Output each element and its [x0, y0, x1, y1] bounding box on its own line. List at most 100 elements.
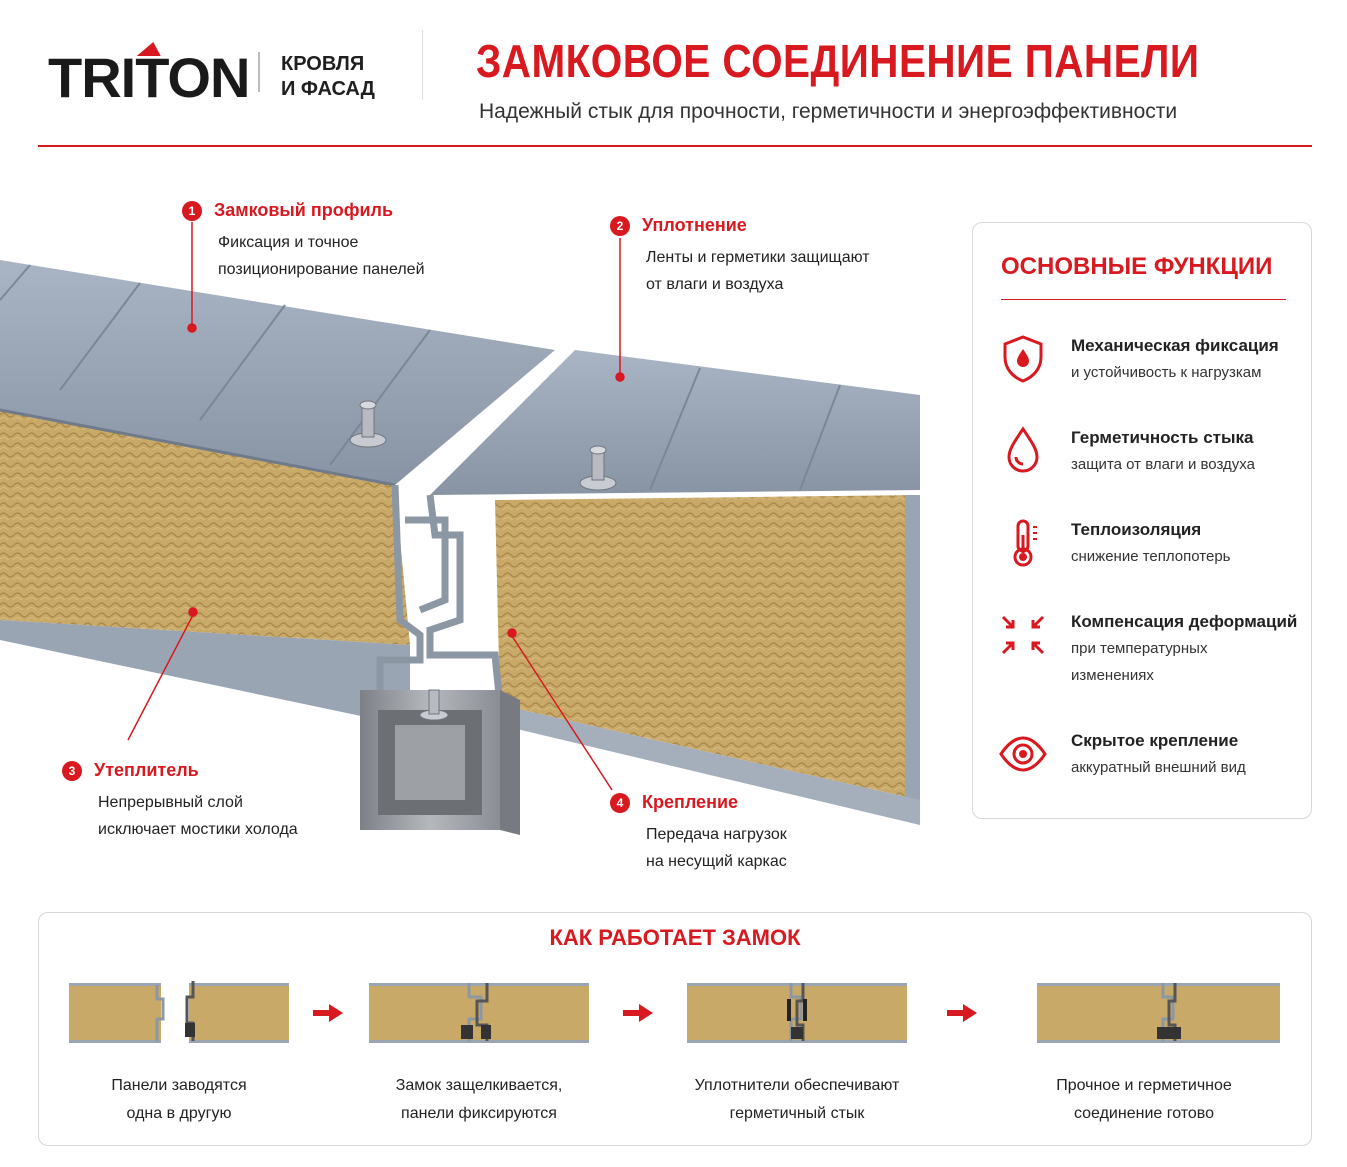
step-caption-line: соединение готово	[1073, 1105, 1215, 1122]
thermometer-icon	[1013, 519, 1037, 567]
leader-line-4	[511, 635, 613, 791]
compensation-arrows-icon	[1001, 615, 1045, 655]
left-panel	[0, 260, 555, 720]
leader-dot-1	[187, 323, 197, 333]
step-caption: Прочное и герметичное соединение готово	[1034, 1072, 1254, 1128]
function-desc-line: снижение теплопотерь	[1071, 548, 1231, 565]
arrow-right-icon	[313, 1004, 343, 1022]
left-panel-top-sheet	[0, 260, 555, 485]
function-name: Компенсация деформаций	[1071, 612, 1298, 631]
callout-desc-line: Ленты и герметики защищают	[646, 249, 870, 266]
function-name: Скрытое крепление	[1071, 731, 1239, 750]
callout-number: 2	[610, 215, 630, 236]
function-desc: и устойчивость к нагрузкам	[1071, 359, 1279, 386]
callout-number: 3	[62, 760, 82, 781]
function-desc-line: изменениях	[1071, 667, 1154, 684]
function-desc: снижение теплопотерь	[1071, 543, 1230, 570]
left-panel-bottom-sheet	[0, 620, 410, 720]
leader-line-3	[127, 614, 194, 741]
right-panel	[430, 350, 920, 825]
tagline-line-1: КРОВЛЯ	[281, 53, 365, 75]
callout-description: Фиксация и точное позиционирование панел…	[218, 229, 425, 283]
function-text: Скрытое крепление аккуратный внешний вид	[1071, 728, 1246, 781]
function-desc-line: защита от влаги и воздуха	[1071, 456, 1255, 473]
support-frame	[360, 690, 520, 835]
callout-number: 1	[182, 200, 202, 221]
panel-joint-illustration	[0, 222, 920, 835]
callout-title: Крепление	[642, 792, 739, 812]
water-drop-icon	[1007, 426, 1039, 473]
step-1-diagram	[69, 981, 289, 1043]
function-name: Герметичность стыка	[1071, 428, 1254, 447]
callout-description: Непрерывный слой исключает мостики холод…	[98, 789, 298, 843]
callout-description: Ленты и герметики защищают от влаги и во…	[646, 244, 870, 298]
function-desc-line: и устойчивость к нагрузкам	[1071, 364, 1262, 381]
leader-dot-4	[507, 628, 517, 638]
logo-text: TRITON	[48, 46, 250, 109]
callout-description: Передача нагрузок на несущий каркас	[646, 821, 787, 875]
callout-title: Утеплитель	[94, 760, 199, 780]
callout-fastening: 4 Крепление Передача нагрузок на несущий …	[610, 792, 787, 875]
how-lock-works-section: КАК РАБОТАЕТ ЗАМОК Панели заводятся одна…	[38, 912, 1312, 1146]
callout-desc-line: позиционирование панелей	[218, 261, 425, 278]
callout-desc-line: Передача нагрузок	[646, 826, 787, 843]
shield-drop-icon	[1003, 335, 1043, 383]
step-2-diagram	[369, 983, 589, 1043]
function-name: Механическая фиксация	[1071, 336, 1279, 355]
step-caption-line: Уплотнители обеспечивают	[694, 1077, 900, 1094]
function-text: Компенсация деформаций при температурных…	[1071, 609, 1297, 689]
callout-insulation: 3 Утеплитель Непрерывный слой исключает м…	[62, 760, 298, 843]
step-3-diagram	[687, 983, 907, 1043]
step-caption-line: одна в другую	[126, 1105, 232, 1122]
right-panel-side-sheet	[905, 495, 920, 825]
callout-desc-line: Непрерывный слой	[98, 794, 243, 811]
callout-desc-line: от влаги и воздуха	[646, 276, 784, 293]
right-panel-insulation	[495, 495, 920, 800]
logo-divider	[258, 52, 260, 92]
step-3: Уплотнители обеспечивают герметичный сты…	[667, 979, 927, 1128]
functions-panel: ОСНОВНЫЕ ФУНКЦИИ Механическая фиксация и…	[972, 222, 1312, 819]
function-desc: аккуратный внешний вид	[1071, 754, 1246, 781]
screws	[349, 400, 617, 721]
function-desc: защита от влаги и воздуха	[1071, 451, 1255, 478]
page-title: ЗАМКОВОЕ СОЕДИНЕНИЕ ПАНЕЛИ	[476, 35, 1200, 87]
arrow-right-icon	[947, 1004, 977, 1022]
step-caption-line: Прочное и герметичное	[1056, 1077, 1232, 1094]
callout-title: Уплотнение	[642, 215, 747, 235]
page-subtitle: Надежный стык для прочности, герметичнос…	[479, 100, 1178, 123]
leader-dot-3	[188, 607, 198, 617]
step-caption: Панели заводятся одна в другую	[49, 1072, 309, 1128]
function-desc-line: при температурных	[1071, 640, 1208, 657]
function-text: Теплоизоляция снижение теплопотерь	[1071, 517, 1230, 570]
function-desc-line: аккуратный внешний вид	[1071, 759, 1246, 776]
right-panel-top-sheet	[430, 350, 920, 495]
leader-dot-2	[615, 372, 625, 382]
functions-title: ОСНОВНЫЕ ФУНКЦИИ	[1001, 253, 1273, 280]
header-rule	[38, 145, 1312, 147]
screw-left	[349, 400, 387, 448]
function-text: Герметичность стыка защита от влаги и во…	[1071, 425, 1255, 478]
callout-number: 4	[610, 792, 630, 813]
step-2: Замок защелкивается, панели фиксируются	[349, 979, 609, 1128]
lock-profile	[376, 484, 504, 706]
callout-sealing: 2 Уплотнение Ленты и герметики защищают о…	[610, 215, 870, 298]
tagline-line-2: И ФАСАД	[281, 78, 375, 100]
step-1: Панели заводятся одна в другую	[49, 979, 309, 1128]
callout-desc-line: исключает мостики холода	[98, 821, 298, 838]
function-text: Механическая фиксация и устойчивость к н…	[1071, 333, 1279, 386]
triton-logo: TRITON	[48, 30, 250, 110]
step-caption-line: Панели заводятся	[111, 1077, 247, 1094]
function-name: Теплоизоляция	[1071, 520, 1202, 539]
step-caption-line: герметичный стык	[729, 1105, 865, 1122]
step-caption-line: панели фиксируются	[401, 1105, 557, 1122]
step-caption: Уплотнители обеспечивают герметичный сты…	[667, 1072, 927, 1128]
function-desc: при температурных изменениях	[1071, 635, 1297, 689]
screw-frame	[419, 689, 449, 721]
functions-rule	[1001, 299, 1286, 300]
callout-desc-line: на несущий каркас	[646, 853, 787, 870]
arrow-right-icon	[623, 1004, 653, 1022]
header-divider	[422, 30, 423, 100]
brand-tagline: КРОВЛЯ И ФАСАД	[281, 52, 375, 102]
screw-right	[579, 445, 617, 491]
